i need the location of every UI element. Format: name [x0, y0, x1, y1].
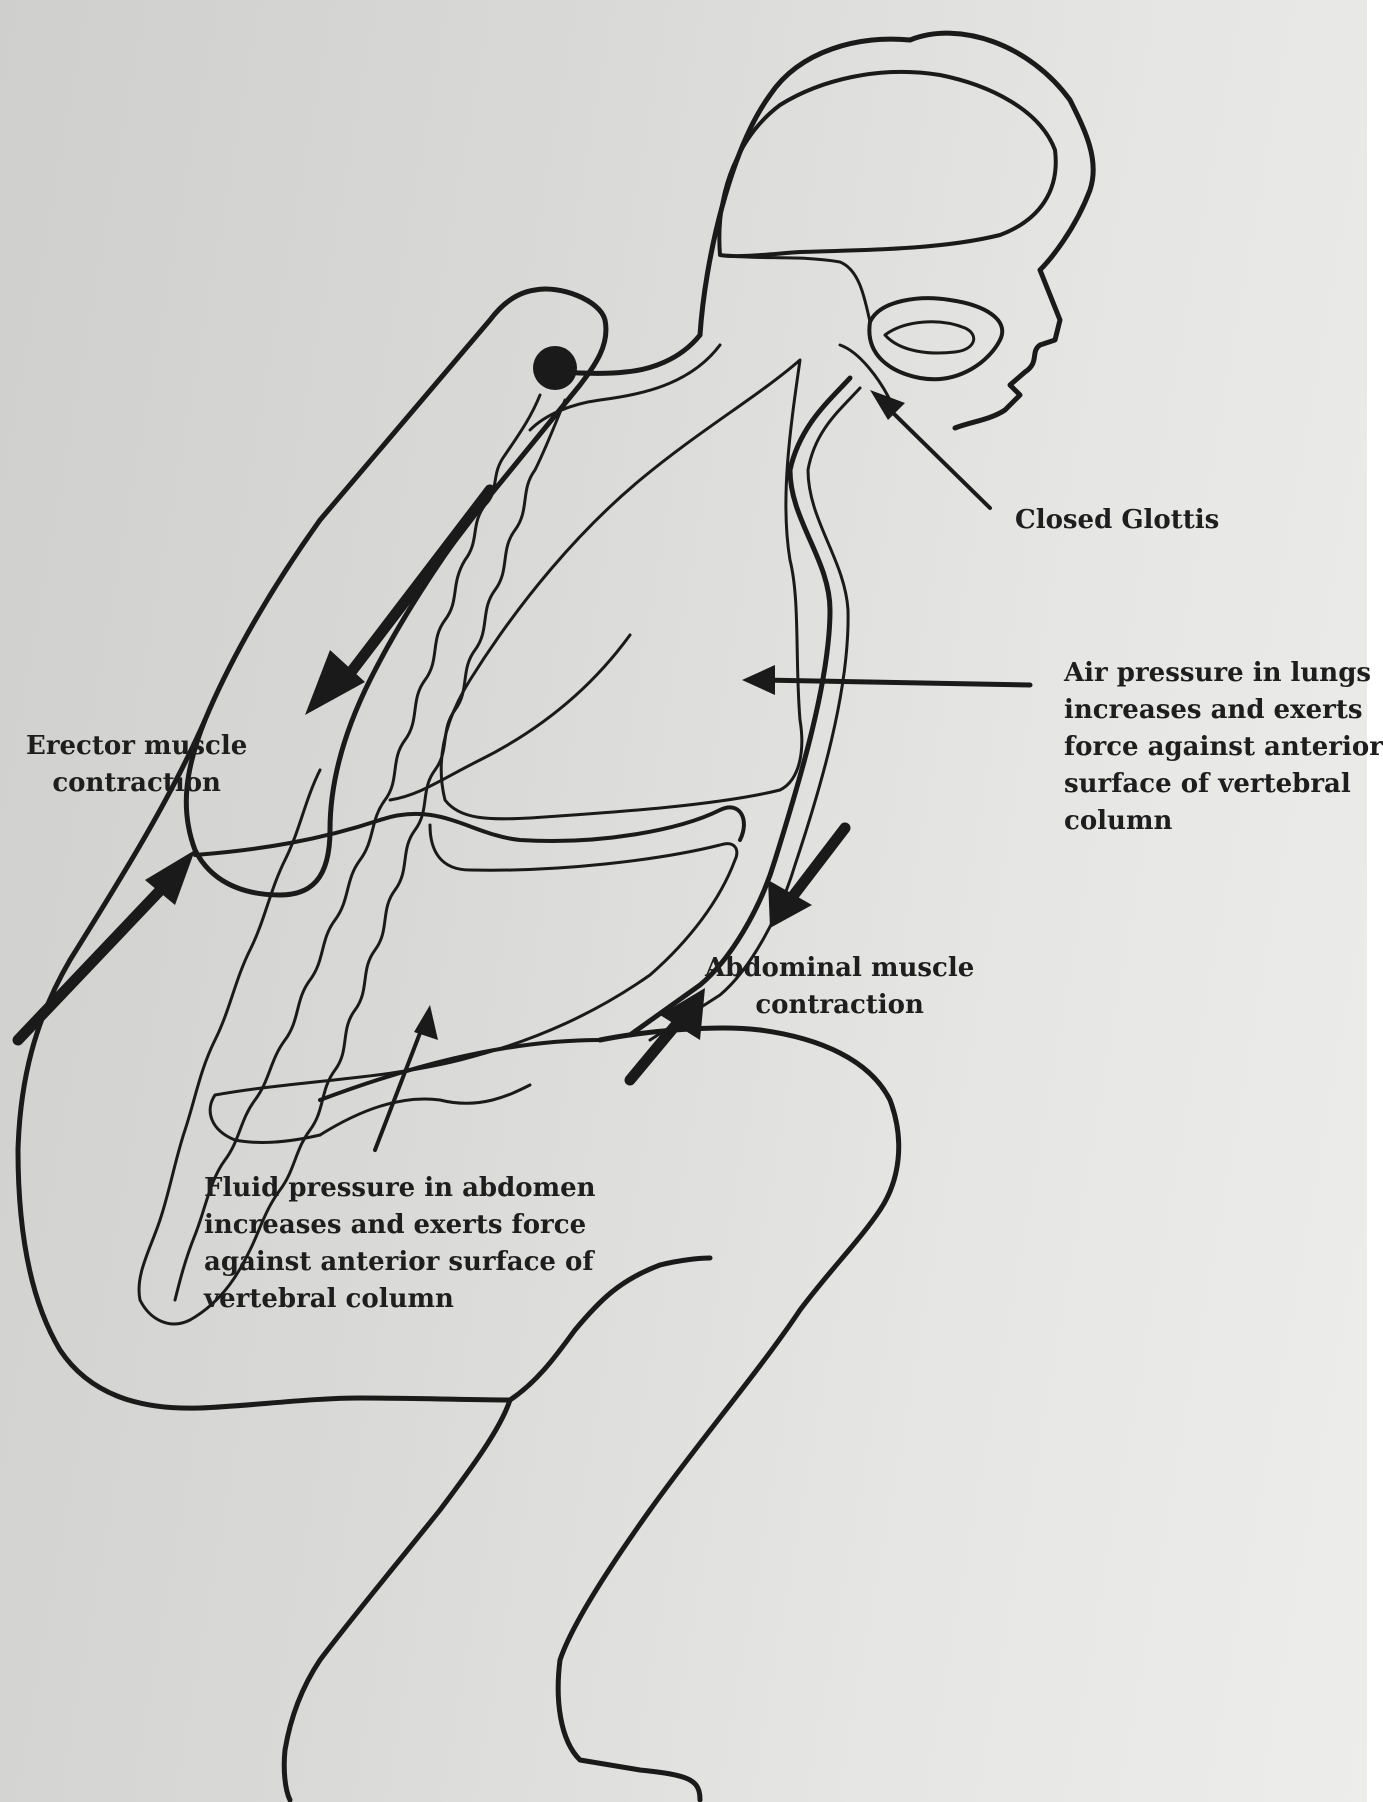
rib-line [390, 635, 630, 800]
abdomen-front-line [210, 860, 735, 1142]
trachea-front-outer [630, 378, 850, 1035]
erector-muscle-label: Erector muscle contraction [26, 728, 247, 802]
abdominal-arrow-down-shaft [790, 828, 845, 900]
air-pressure-pointer-head [742, 665, 775, 695]
fluid-pressure-pointer-shaft [375, 1020, 425, 1150]
thigh-lower-line [320, 1040, 600, 1100]
diaphragm-lower [430, 825, 737, 870]
abdominal-muscle-label: Abdominal muscle contraction [705, 950, 974, 1024]
abdomen-inner-curve [320, 1085, 530, 1135]
fluid-pressure-label: Fluid pressure in abdomen increases and … [204, 1170, 596, 1318]
closed-glottis-label: Closed Glottis [1015, 502, 1219, 539]
air-pressure-pointer-shaft [760, 680, 1030, 685]
spine-wiggle-outer [175, 395, 540, 1300]
shoulder-joint [533, 346, 577, 390]
tongue-outline [885, 322, 974, 353]
erector-arrow-down-shaft [345, 490, 490, 680]
pharynx-line [720, 255, 890, 400]
thigh-outline [558, 1028, 899, 1800]
air-pressure-label: Air pressure in lungs increases and exer… [1064, 655, 1383, 840]
shin-back-outline [284, 1400, 510, 1800]
erector-arrow-up-shaft [18, 880, 170, 1040]
